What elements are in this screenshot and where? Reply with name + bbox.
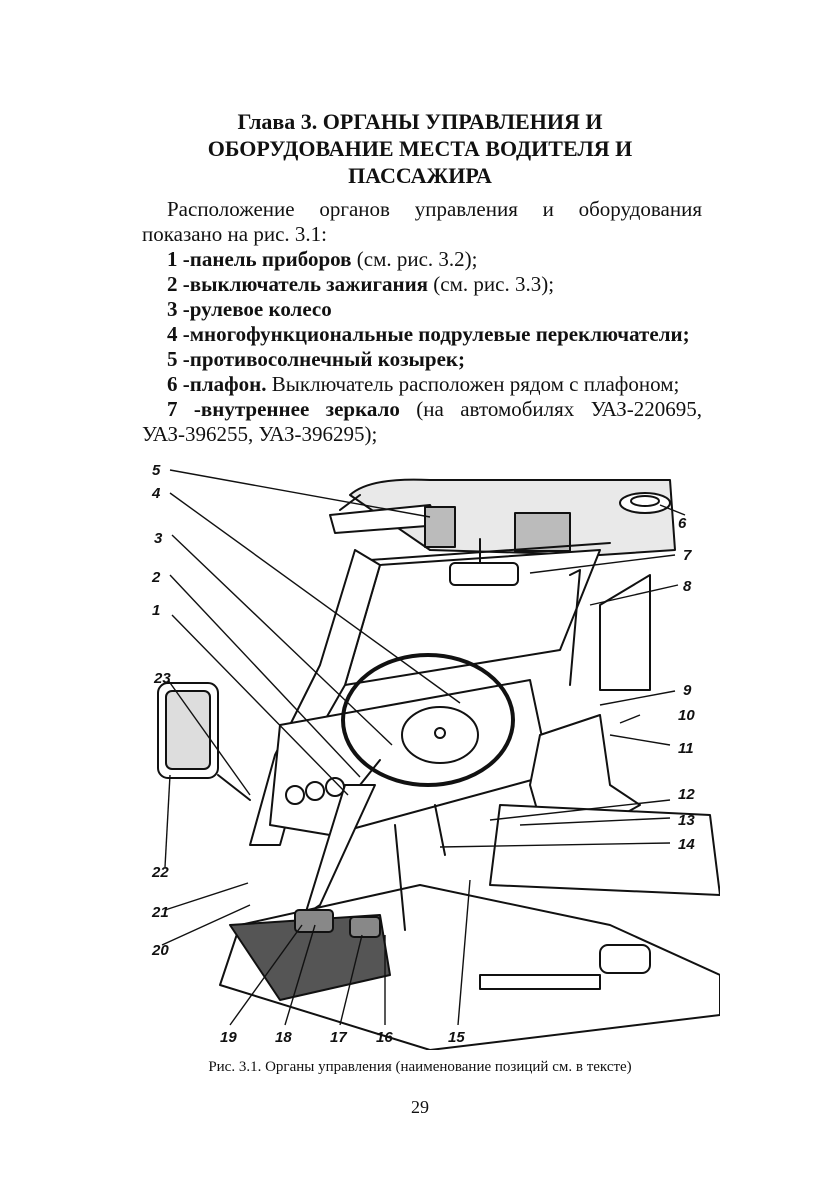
list-item: 4 -многофункциональные подрулевые перекл… xyxy=(142,322,702,347)
callout-label: 18 xyxy=(275,1029,292,1046)
list-item: 2 -выключатель зажигания (см. рис. 3.3); xyxy=(142,272,702,297)
callout-label: 1 xyxy=(152,602,160,619)
callout-label: 9 xyxy=(683,682,692,699)
item-term: 4 -многофункциональные подрулевые перекл… xyxy=(167,322,690,346)
callout-label: 14 xyxy=(678,836,695,853)
list-item: 1 -панель приборов (см. рис. 3.2); xyxy=(142,247,702,272)
callout-label: 22 xyxy=(151,864,169,881)
intro-paragraph: Расположение органов управления и оборуд… xyxy=(142,197,702,246)
body-text: Расположение органов управления и оборуд… xyxy=(142,197,702,447)
callout-label: 15 xyxy=(448,1029,465,1046)
callout-label: 3 xyxy=(154,530,163,547)
callout-label: 5 xyxy=(152,462,161,479)
item-term: 5 -противосолнечный козырек; xyxy=(167,347,466,371)
callout-label: 11 xyxy=(678,740,694,757)
item-term: 1 -панель приборов xyxy=(167,247,352,271)
callout-label: 10 xyxy=(678,707,695,724)
callout-label: 20 xyxy=(151,942,169,959)
figure-caption: Рис. 3.1. Органы управления (наименовани… xyxy=(208,1059,632,1075)
cab-controls-drawing: 5 4 3 2 1 6 7 8 9 10 11 12 13 14 15 16 1… xyxy=(151,462,720,1050)
list-item: 3 -рулевое колесо xyxy=(142,297,702,322)
item-detail: (см. рис. 3.2); xyxy=(351,247,478,271)
item-term: 2 -выключатель зажигания xyxy=(167,272,429,296)
callout-label: 4 xyxy=(151,485,161,502)
callout-label: 13 xyxy=(678,812,695,829)
list-item: 5 -противосолнечный козырек; xyxy=(142,347,702,372)
callout-label: 6 xyxy=(678,515,687,532)
callout-label: 12 xyxy=(678,786,695,803)
list-item: 6 -плафон. Выключатель расположен рядом … xyxy=(142,372,702,397)
item-term: 7 -внутреннее зеркало xyxy=(167,397,400,421)
item-term: 6 -плафон. xyxy=(167,372,267,396)
callout-label: 19 xyxy=(220,1029,237,1046)
item-detail: (см. рис. 3.3); xyxy=(428,272,555,296)
item-term: 3 -рулевое колесо xyxy=(167,297,332,321)
chapter-title-line-3: ПАССАЖИРА xyxy=(348,163,492,188)
callout-label: 16 xyxy=(376,1029,393,1046)
list-item: 7 -внутреннее зеркало (на автомобилях УА… xyxy=(142,397,702,447)
callout-label: 23 xyxy=(153,670,171,687)
chapter-title-line-2: ОБОРУДОВАНИЕ МЕСТА ВОДИТЕЛЯ И xyxy=(207,136,633,161)
callout-label: 8 xyxy=(683,578,692,595)
callout-label: 7 xyxy=(683,547,692,564)
callout-label: 17 xyxy=(330,1029,347,1046)
page-number: 29 xyxy=(411,1097,429,1117)
callout-label: 21 xyxy=(151,904,169,921)
chapter-title: Глава 3. ОРГАНЫ УПРАВЛЕНИЯ И ОБОРУДОВАНИ… xyxy=(0,108,840,189)
chapter-title-line-1: Глава 3. ОРГАНЫ УПРАВЛЕНИЯ И xyxy=(237,109,603,134)
item-detail: (на автомобилях УАЗ-220695, УАЗ-396255, … xyxy=(142,397,702,446)
item-detail: Выключатель расположен рядом с плафоном; xyxy=(266,372,680,396)
callout-label: 2 xyxy=(151,569,161,586)
